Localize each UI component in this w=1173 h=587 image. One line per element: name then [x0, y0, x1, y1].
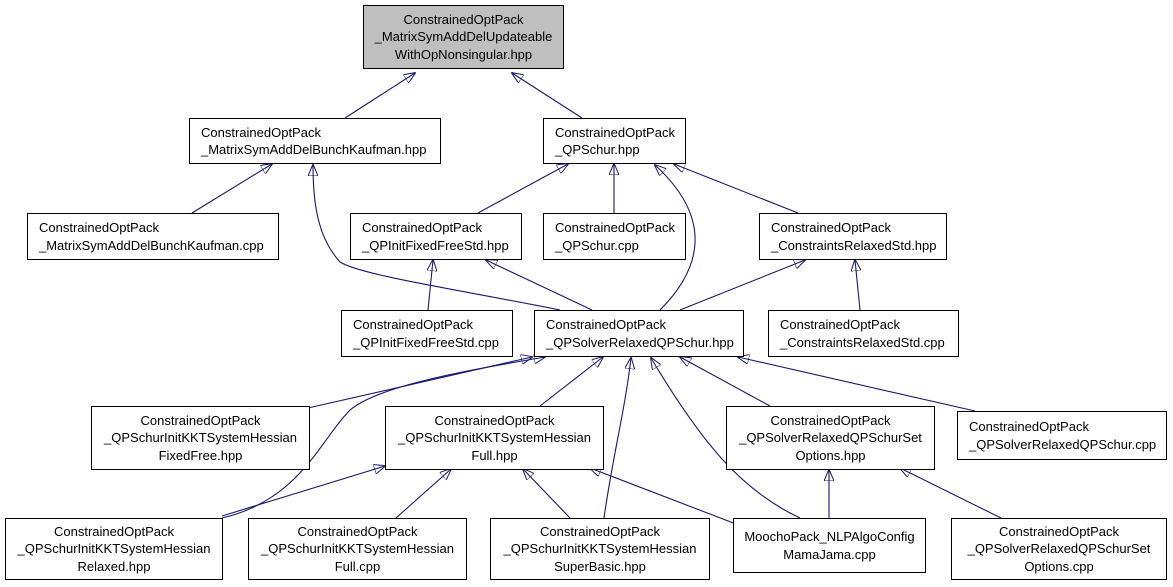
node-solver-set-options-cpp[interactable]: ConstrainedOptPack _QPSolverRelaxedQPSch… [951, 518, 1167, 580]
edge-krh-to-kfh [221, 466, 385, 517]
edge-bkh-to-root [344, 73, 415, 119]
edge-kfh-to-srh [539, 357, 603, 407]
node-line: ConstrainedOptPack [540, 523, 660, 539]
node-line: _ConstraintsRelaxedStd.cpp [780, 334, 945, 350]
node-solver-relaxed-qpschur-cpp[interactable]: ConstrainedOptPack _QPSolverRelaxedQPSch… [957, 411, 1167, 460]
node-line: MamaJama.cpp [783, 546, 876, 562]
node-qpschur-hpp[interactable]: ConstrainedOptPack _QPSchur.hpp [543, 118, 686, 164]
node-line: ConstrainedOptPack [780, 317, 900, 332]
node-line: ConstrainedOptPack [546, 317, 666, 332]
node-line: ConstrainedOptPack [353, 317, 473, 332]
node-line: FixedFree.hpp [158, 447, 243, 463]
node-root-header[interactable]: ConstrainedOptPack _MatrixSymAddDelUpdat… [363, 5, 564, 69]
edge-srh-to-iffh [486, 260, 593, 311]
node-kkt-relaxed-hpp[interactable]: ConstrainedOptPack _QPSchurInitKKTSystem… [5, 518, 223, 580]
node-solver-relaxed-qpschur-hpp[interactable]: ConstrainedOptPack _QPSolverRelaxedQPSch… [534, 310, 744, 357]
node-constraints-relaxed-cpp[interactable]: ConstrainedOptPack _ConstraintsRelaxedSt… [768, 310, 959, 357]
edge-srh-to-crh [679, 260, 805, 311]
node-line: _QPSchurInitKKTSystemHessian [17, 541, 211, 557]
node-line: ConstrainedOptPack [770, 412, 891, 428]
node-line: MoochoPack_NLPAlgoConfig [744, 529, 915, 544]
node-line: ConstrainedOptPack [969, 419, 1089, 434]
node-moocho-mamajama-cpp[interactable]: MoochoPack_NLPAlgoConfig MamaJama.cpp [733, 518, 926, 573]
node-line: Options.hpp [795, 447, 866, 463]
node-line: ConstrainedOptPack [297, 523, 418, 539]
node-kkt-fixed-free-hpp[interactable]: ConstrainedOptPack _QPSchurInitKKTSystem… [91, 406, 310, 470]
edge-krh-to-srh [221, 357, 545, 519]
node-line: _QPInitFixedFreeStd.cpp [353, 334, 499, 350]
edge-iffc-to-iffh [428, 260, 433, 311]
node-line: ConstrainedOptPack [403, 11, 524, 27]
node-line: _QPSchurInitKKTSystemHessian [398, 430, 591, 446]
node-line: _QPSchurInitKKTSystemHessian [503, 541, 697, 557]
node-line: Full.cpp [334, 558, 381, 574]
node-kkt-full-hpp[interactable]: ConstrainedOptPack _QPSchurInitKKTSystem… [385, 406, 604, 470]
node-kkt-superbasic-hpp[interactable]: ConstrainedOptPack _QPSchurInitKKTSystem… [490, 518, 710, 580]
node-bunch-kaufman-cpp[interactable]: ConstrainedOptPack _MatrixSymAddDelBunch… [27, 213, 279, 260]
node-line: _QPSchurInitKKTSystemHessian [261, 541, 454, 557]
node-line: _QPSolverRelaxedQPSchur.hpp [546, 334, 734, 350]
edge-ksb-to-kfh [523, 469, 571, 519]
edge-iffh-to-qps [477, 164, 568, 214]
node-line: SuperBasic.hpp [554, 558, 646, 574]
edge-kff-to-srh [307, 357, 532, 409]
node-line: _MatrixSymAddDelBunchKaufman.cpp [39, 237, 264, 253]
node-line: _QPSolverRelaxedQPSchur.cpp [969, 436, 1157, 452]
node-line: Options.cpp [1024, 558, 1094, 574]
node-line: ConstrainedOptPack [434, 412, 555, 428]
edge-ksb-to-srh [603, 358, 631, 519]
node-constraints-relaxed-hpp[interactable]: ConstrainedOptPack _ConstraintsRelaxedSt… [759, 213, 947, 260]
node-line: _QPSolverRelaxedQPSchurSet [739, 430, 922, 446]
node-line: WithOpNonsingular.hpp [394, 46, 533, 62]
edge-mmj-to-srh [651, 358, 801, 519]
node-line: ConstrainedOptPack [201, 124, 321, 140]
edge-srh-to-qps [655, 165, 696, 311]
edge-soh-to-srh [680, 357, 771, 407]
node-line: ConstrainedOptPack [999, 523, 1119, 539]
edge-qps-to-root [512, 73, 583, 119]
node-line: Relaxed.hpp [77, 558, 151, 574]
node-line: ConstrainedOptPack [39, 220, 159, 235]
node-init-fixed-free-hpp[interactable]: ConstrainedOptPack _QPInitFixedFreeStd.h… [350, 213, 522, 260]
node-line: _QPSchur.cpp [555, 237, 639, 253]
node-line: _QPInitFixedFreeStd.hpp [362, 237, 509, 253]
edge-crc-to-crh [855, 260, 860, 311]
node-line: _MatrixSymAddDelBunchKaufman.hpp [201, 142, 427, 157]
node-line: ConstrainedOptPack [140, 412, 261, 428]
node-line: ConstrainedOptPack [771, 220, 891, 235]
edge-src-to-srh [738, 357, 976, 412]
edge-soc-to-soh [900, 468, 1002, 519]
node-line: _MatrixSymAddDelUpdateable [374, 29, 553, 45]
node-init-fixed-free-cpp[interactable]: ConstrainedOptPack _QPInitFixedFreeStd.c… [341, 310, 513, 357]
node-line: _ConstraintsRelaxedStd.hpp [771, 237, 937, 253]
node-kkt-full-cpp[interactable]: ConstrainedOptPack _QPSchurInitKKTSystem… [248, 518, 467, 580]
node-solver-set-options-hpp[interactable]: ConstrainedOptPack _QPSolverRelaxedQPSch… [726, 406, 935, 470]
node-line: Full.hpp [471, 447, 518, 463]
node-line: ConstrainedOptPack [555, 220, 675, 235]
node-line: ConstrainedOptPack [54, 523, 174, 539]
edge-kfc-to-kfh [395, 469, 451, 519]
edge-srh-to-bkh [313, 165, 561, 311]
node-bunch-kaufman-hpp[interactable]: ConstrainedOptPack _MatrixSymAddDelBunch… [189, 118, 441, 164]
node-line: _QPSchurInitKKTSystemHessian [104, 430, 297, 446]
edge-bkc-to-bkh [191, 164, 272, 214]
node-qpschur-cpp[interactable]: ConstrainedOptPack _QPSchur.cpp [543, 213, 686, 260]
edge-mmj-to-kfh [590, 468, 737, 525]
node-line: _QPSchur.hpp [555, 142, 640, 157]
node-line: _QPSolverRelaxedQPSchurSet [967, 541, 1151, 557]
node-line: ConstrainedOptPack [362, 220, 482, 235]
node-line: ConstrainedOptPack [555, 124, 675, 140]
edge-crh-to-qps [674, 164, 799, 214]
